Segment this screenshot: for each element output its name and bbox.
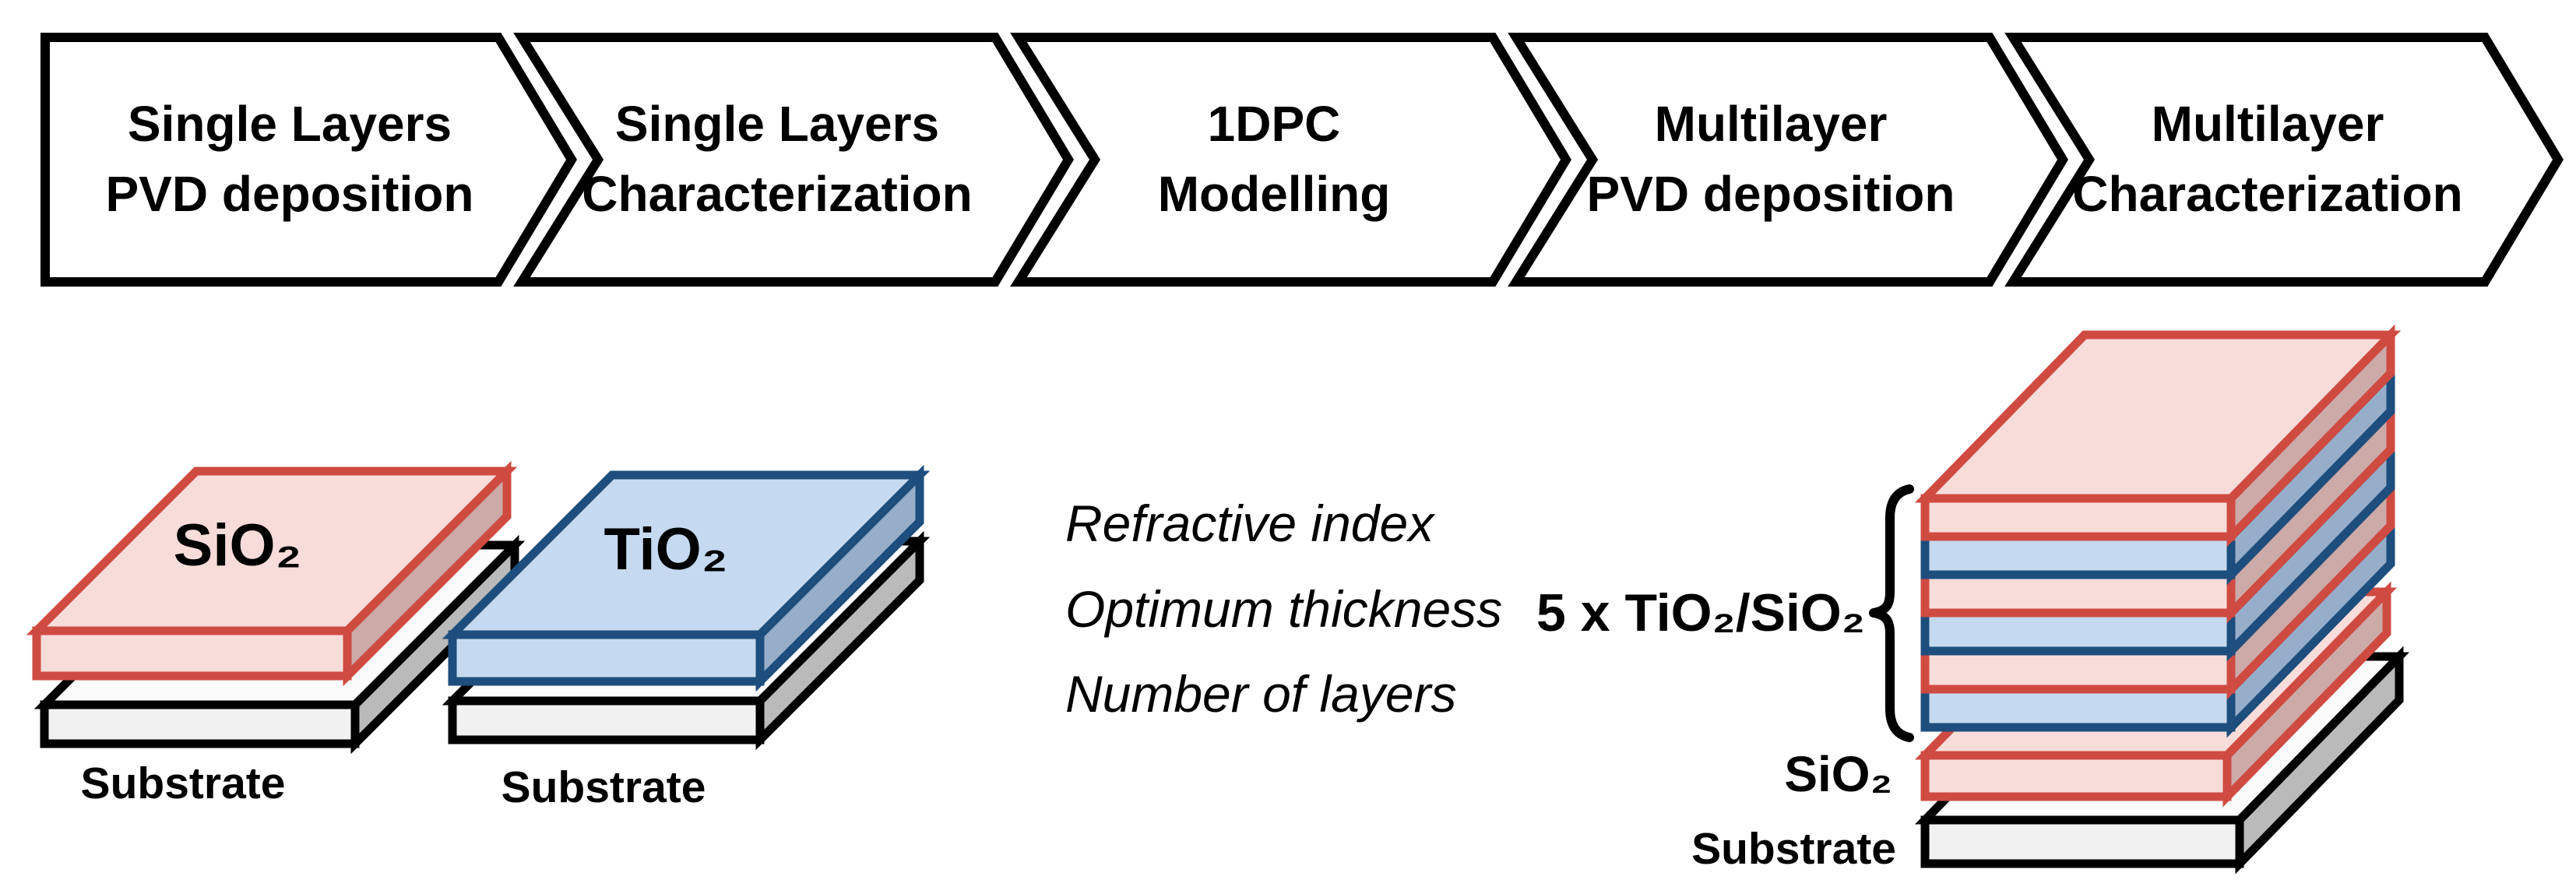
sio2-front-face bbox=[1920, 751, 2232, 801]
tio2-substrate-label: Substrate bbox=[501, 762, 706, 812]
multilayer-sio2-label: SiO₂ bbox=[1784, 746, 1892, 802]
modelling-output-optimum-thickness: Optimum thickness bbox=[1065, 580, 1503, 638]
sio2-slab-label: SiO₂ bbox=[173, 512, 302, 579]
stack-repeat-annotation: 5 x TiO₂/SiO₂ bbox=[1536, 583, 1865, 642]
tio2-single-layer-figure bbox=[442, 464, 931, 751]
chevron-step-5-shape bbox=[2004, 33, 2564, 287]
step-2-line-1: Single Layers bbox=[614, 96, 940, 153]
step-2-line-2: Characterization bbox=[582, 166, 973, 222]
sio2-front-face bbox=[32, 626, 352, 681]
step-5-line-1: Multilayer bbox=[2151, 96, 2384, 153]
chevron-step-2-shape bbox=[513, 33, 1074, 287]
stack-brace bbox=[1869, 484, 1914, 742]
multilayer-stack-figure bbox=[1869, 324, 2410, 875]
step-4-label: Multilayer PVD deposition bbox=[1522, 37, 2020, 282]
sio2-single-layer-figure bbox=[26, 460, 526, 755]
step-3-line-2: Modelling bbox=[1157, 166, 1391, 222]
modelling-output-number-of-layers: Number of layers bbox=[1065, 665, 1457, 723]
step-1-line-1: Single Layers bbox=[127, 96, 452, 153]
step-3-label: 1DPC Modelling bbox=[1025, 37, 1523, 282]
multilayer-substrate-label: Substrate bbox=[1691, 824, 1896, 874]
stack-top-face bbox=[1914, 330, 2402, 503]
chevron-step-3-shape bbox=[1010, 33, 1571, 287]
step-1-line-2: PVD deposition bbox=[105, 166, 474, 222]
layer-front-face bbox=[1920, 608, 2236, 656]
sio2-layer-slab bbox=[26, 460, 518, 687]
chevron-step-1-shape bbox=[40, 33, 577, 287]
sio2-substrate-label: Substrate bbox=[80, 759, 286, 808]
modelling-output-refractive-index: Refractive index bbox=[1065, 495, 1434, 552]
substrate-front-face bbox=[40, 700, 360, 748]
step-5-label: Multilayer Characterization bbox=[2018, 37, 2517, 282]
chevron-arrows bbox=[40, 33, 2564, 287]
layer-front-face bbox=[1920, 646, 2236, 694]
step-3-line-1: 1DPC bbox=[1207, 96, 1341, 153]
tio2-slab-label: TiO₂ bbox=[604, 516, 728, 583]
tio2-front-face bbox=[448, 630, 765, 686]
substrate-front-face bbox=[1920, 815, 2244, 868]
substrate-front-face bbox=[448, 696, 765, 744]
tio2-layer-slab bbox=[442, 464, 931, 692]
step-4-line-1: Multilayer bbox=[1654, 96, 1888, 153]
layer-front-face bbox=[1920, 532, 2236, 579]
step-2-label: Single Layers Characterization bbox=[528, 37, 1026, 282]
layer-front-face bbox=[1920, 494, 2236, 541]
step-4-line-2: PVD deposition bbox=[1586, 166, 1955, 222]
step-5-line-2: Characterization bbox=[2072, 166, 2463, 222]
chevron-step-4-shape bbox=[1508, 33, 2068, 287]
layer-front-face bbox=[1920, 570, 2236, 618]
step-1-label: Single Layers PVD deposition bbox=[40, 37, 539, 282]
layer-front-face bbox=[1920, 685, 2236, 732]
